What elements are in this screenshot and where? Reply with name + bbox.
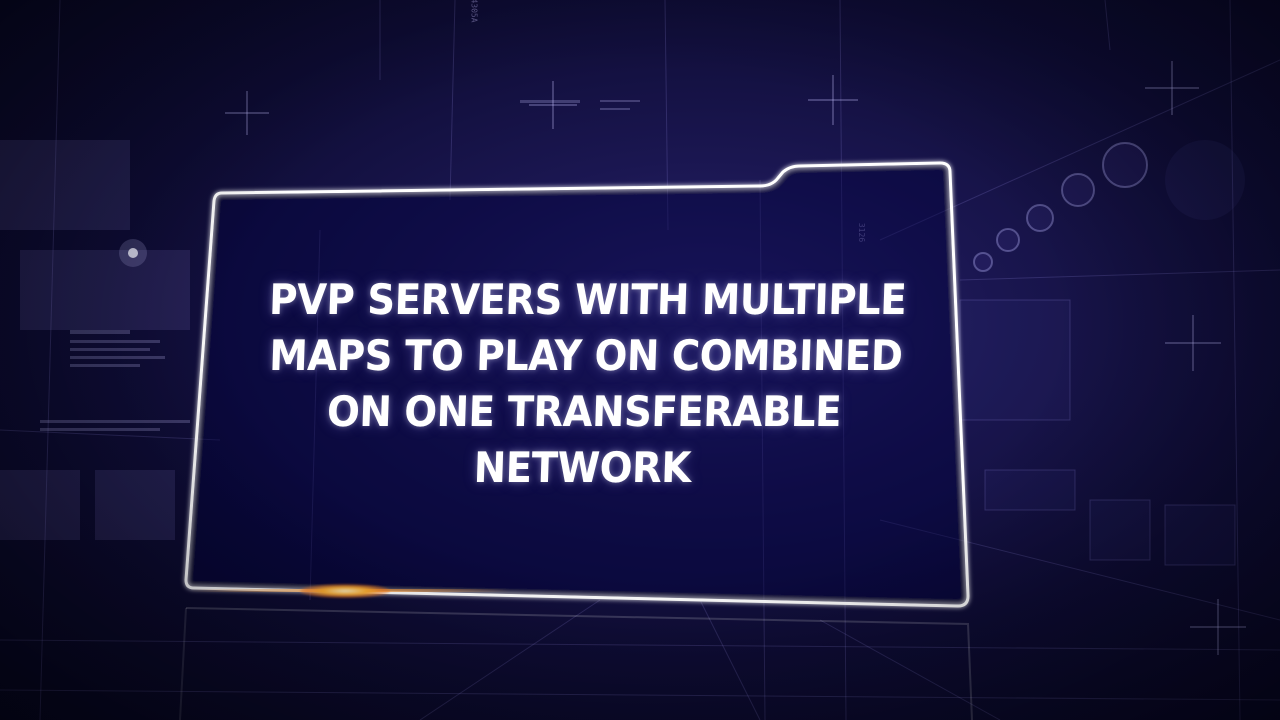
headline-line-1: PVP SERVERS WITH MULTIPLE [268, 275, 908, 324]
lens-flare [300, 584, 390, 598]
headline-line-3: ON ONE TRANSFERABLE [326, 387, 842, 436]
headline-line-4: NETWORK [472, 443, 692, 492]
headline-line-2: MAPS TO PLAY ON COMBINED [268, 331, 904, 380]
headline: PVP SERVERS WITH MULTIPLE MAPS TO PLAY O… [255, 272, 915, 496]
